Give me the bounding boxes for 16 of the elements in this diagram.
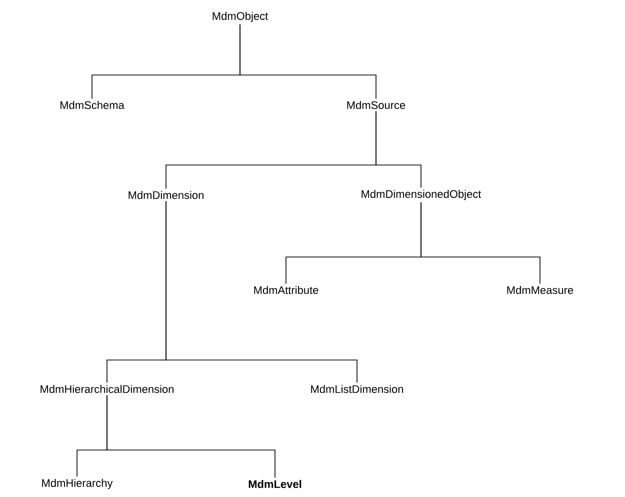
class-label: MdmHierarchicalDimension xyxy=(40,384,174,394)
connector-line xyxy=(106,394,276,478)
connector-line xyxy=(240,24,376,100)
class-label: MdmAttribute xyxy=(254,286,318,294)
class-label: MdmDimensionedObject xyxy=(362,190,482,200)
class-label: MdmDimension xyxy=(128,190,204,200)
class-label: MdmObject xyxy=(212,12,268,22)
connector-line xyxy=(376,110,422,188)
class-label: MdmListDimension xyxy=(311,384,404,394)
connector-line xyxy=(420,202,540,284)
class-label: MdmSource xyxy=(347,100,406,110)
class-label: MdmSchema xyxy=(60,100,124,110)
class-label: MdmMeasure xyxy=(507,286,574,294)
class-label: MdmHierarchy xyxy=(42,478,113,490)
class-label: MdmLevel xyxy=(248,480,302,488)
connector-line xyxy=(166,200,358,384)
